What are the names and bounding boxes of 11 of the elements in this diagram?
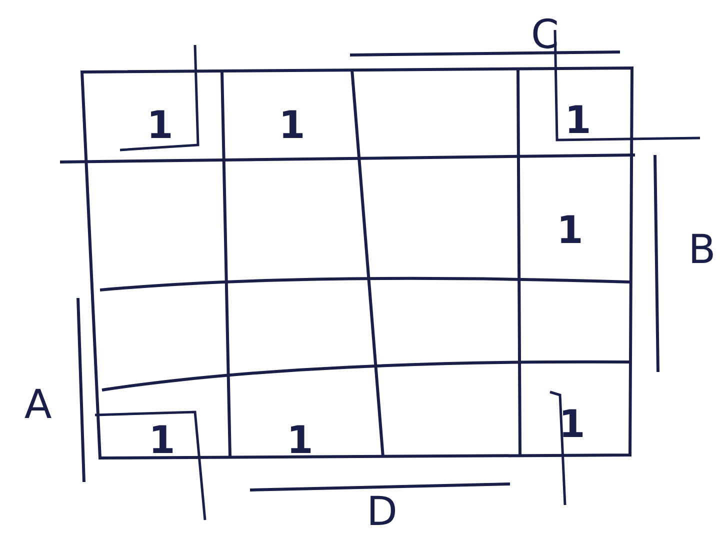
- variable-label: B: [688, 230, 716, 270]
- cell-value: 1: [558, 405, 586, 443]
- cell-value: 1: [556, 211, 584, 249]
- variable-label: A: [24, 385, 52, 425]
- cell-value: 1: [278, 106, 306, 144]
- cell-value: 1: [146, 106, 174, 144]
- variable-label: D: [366, 492, 398, 532]
- cell-value: 1: [564, 101, 592, 139]
- cell-value: 1: [286, 421, 314, 459]
- variable-label: C: [531, 15, 559, 55]
- cell-value: 1: [148, 421, 176, 459]
